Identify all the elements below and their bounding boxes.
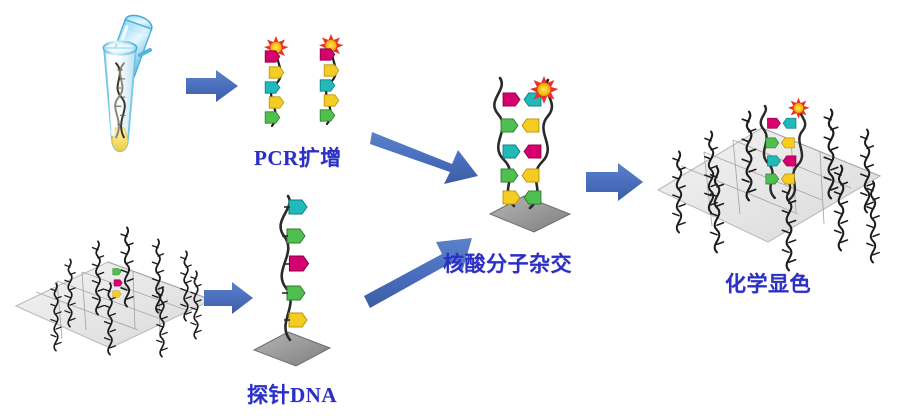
arrow-probe-to-hybridization <box>364 238 472 308</box>
microarray-chip-left <box>14 226 214 358</box>
label-pcr-amplification: PCR扩增 <box>254 146 342 170</box>
arrow-pcr-to-hybridization <box>370 132 478 184</box>
arrow-array-to-probe <box>204 282 253 314</box>
arrow-hybridization-to-colorimetric <box>586 163 643 201</box>
eppendorf-tube <box>102 14 153 153</box>
hybridized-duplex <box>488 76 572 233</box>
label-nucleic-acid-hybridization: 核酸分子杂交 <box>443 252 572 276</box>
probe-dna-strand <box>252 194 332 367</box>
microarray-chip-right <box>656 97 882 272</box>
arrow-tube-to-pcr <box>186 70 238 102</box>
label-colorimetric-detection: 化学显色 <box>725 272 811 296</box>
pcr-amplicons <box>264 34 344 128</box>
label-probe-dna: 探针DNA <box>247 383 337 407</box>
